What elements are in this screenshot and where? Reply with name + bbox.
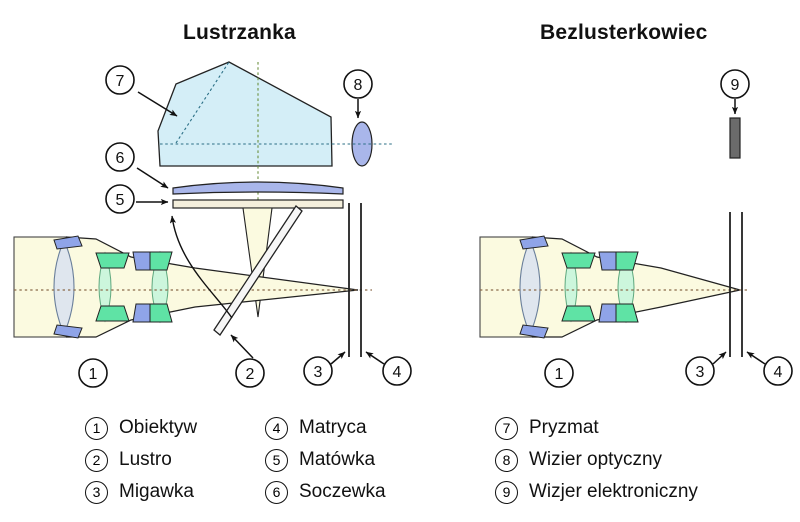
prism-reflection-line [175,61,230,144]
leader-6 [136,167,169,189]
middle-element-rim-bottom [95,305,130,322]
focusing-screen [172,199,344,209]
callout-3-number: 3 [314,364,323,381]
callout-2-number: 2 [246,366,255,383]
callout-4r-number: 4 [774,364,783,381]
callout-7[interactable]: 7 [105,65,135,95]
objective-lens-group [13,235,359,339]
legend-badge-3: 3 [85,480,108,504]
legend-item-5[interactable]: 5 Matówka [265,444,386,476]
rear-element-rim-bottom-right-mirrorless [615,303,639,323]
legend-badge-8: 8 [495,448,518,472]
legend-label-4: Matryca [299,417,367,438]
legend-label-5: Matówka [299,449,376,470]
beam-upper-edge [65,236,359,291]
rear-element-rim-bottom-right [149,303,173,323]
callout-3r-number: 3 [696,364,705,381]
legend-label-3: Migawka [119,481,194,502]
callout-5[interactable]: 5 [105,184,135,214]
front-element-rim-bottom-mirrorless [519,324,549,339]
rear-element-rim-top-right-mirrorless [615,251,639,271]
legend-item-6[interactable]: 6 Soczewka [265,476,386,508]
legend-label-9: Wizjer elektroniczny [529,481,698,502]
callout-1r-number: 1 [555,366,564,383]
callout-6-number: 6 [116,150,125,167]
mirrorless-diagram: 9 1 3 4 [479,69,793,388]
legend-item-4[interactable]: 4 Matryca [265,412,386,444]
beam-lower-edge [66,289,359,338]
callout-6[interactable]: 6 [105,142,135,172]
callout-3[interactable]: 3 [303,356,333,386]
legend-item-7[interactable]: 7 Pryzmat [495,412,698,444]
rear-element-rim-bottom-left-mirrorless [598,303,617,323]
front-element-rim-top-mirrorless [519,235,549,250]
front-element-rim-bottom [53,324,83,339]
leader-2 [230,334,254,359]
legend-badge-9: 9 [495,480,518,504]
leader-3r [712,351,727,365]
callout-3-mirrorless[interactable]: 3 [685,356,715,386]
callout-1-mirrorless[interactable]: 1 [544,358,574,388]
optical-viewfinder [332,121,392,167]
legend-column-1: 1 Obiektyw 2 Lustro 3 Migawka [85,412,197,508]
leader-3 [330,351,346,365]
rear-element-rim-top-left-mirrorless [598,251,617,271]
legend-label-7: Pryzmat [529,417,599,438]
leader-4r [746,351,766,365]
legend-label-1: Obiektyw [119,417,198,438]
callout-4[interactable]: 4 [382,356,412,386]
front-element-rim-top [53,235,83,250]
callout-8[interactable]: 8 [343,69,373,99]
middle-element-rim-bottom-mirrorless [561,305,596,322]
rear-element-rim-top-left [132,251,151,271]
legend-item-3[interactable]: 3 Migawka [85,476,197,508]
legend-label-8: Wizier optyczny [529,449,663,470]
leader-4 [365,351,385,365]
rear-element-rim-top-right [149,251,173,271]
legend-label-6: Soczewka [299,481,386,502]
condenser-lens [172,181,344,195]
legend-column-2: 4 Matryca 5 Matówka 6 Soczewka [265,412,386,508]
callout-8-number: 8 [354,77,363,94]
legend-badge-4: 4 [265,416,288,440]
beam-upper-edge-mirrorless [531,236,741,291]
callout-9[interactable]: 9 [720,69,750,99]
rear-element-rim-bottom-left [132,303,151,323]
legend-badge-7: 7 [495,416,518,440]
legend-item-1[interactable]: 1 Obiektyw [85,412,197,444]
callout-9-number: 9 [731,77,740,94]
callout-1[interactable]: 1 [78,358,108,388]
beam-lower-edge-mirrorless [532,289,741,338]
legend-badge-2: 2 [85,448,108,472]
title-mirrorless: Bezlusterkowiec [540,21,708,44]
callout-1-number: 1 [89,366,98,383]
callout-5-number: 5 [116,192,125,209]
pentaprism [157,61,333,205]
legend-label-2: Lustro [119,449,172,470]
objective-lens-group-mirrorless [479,235,741,339]
callout-4-number: 4 [393,364,402,381]
legend-column-3: 7 Pryzmat 8 Wizier optyczny 9 Wizjer ele… [495,412,698,508]
reflex-mirror [213,205,303,336]
callout-4-mirrorless[interactable]: 4 [763,356,793,386]
callout-7-number: 7 [116,73,125,90]
leader-7 [137,91,178,117]
legend-item-9[interactable]: 9 Wizjer elektroniczny [495,476,698,508]
dslr-diagram: 7 8 6 5 1 2 3 [13,61,412,388]
legend-item-2[interactable]: 2 Lustro [85,444,197,476]
legend-badge-5: 5 [265,448,288,472]
legend-item-8[interactable]: 8 Wizier optyczny [495,444,698,476]
callout-2[interactable]: 2 [235,358,265,388]
light-path-arrow [169,215,233,319]
middle-element-rim-top [95,252,130,269]
middle-element-rim-top-mirrorless [561,252,596,269]
legend-badge-6: 6 [265,480,288,504]
title-dslr: Lustrzanka [183,21,296,44]
legend-badge-1: 1 [85,416,108,440]
electronic-viewfinder-panel [729,117,741,159]
